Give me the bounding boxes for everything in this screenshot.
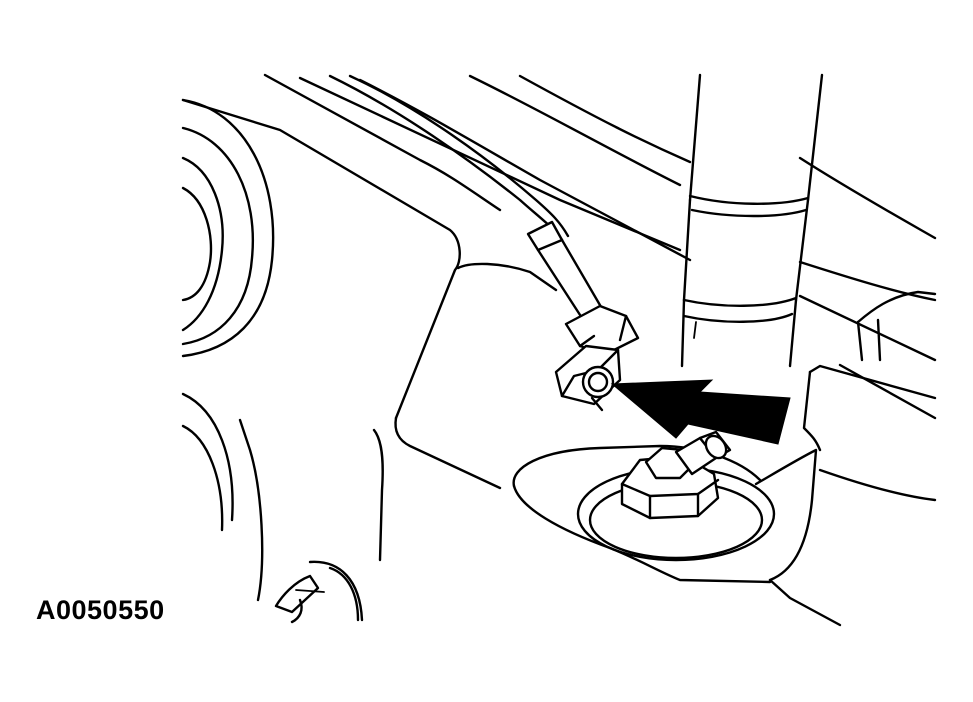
bleed-fitting <box>674 430 732 476</box>
figure-id-label: A0050550 <box>36 595 165 625</box>
solid-arrow-icon <box>610 379 791 445</box>
right-mount <box>754 290 937 627</box>
hose-bracket <box>554 344 622 412</box>
body-frame <box>181 73 558 624</box>
strut-cylinder <box>680 73 824 368</box>
upper-panel <box>298 74 937 502</box>
left-housing <box>181 98 275 532</box>
brake-hose <box>328 74 640 356</box>
